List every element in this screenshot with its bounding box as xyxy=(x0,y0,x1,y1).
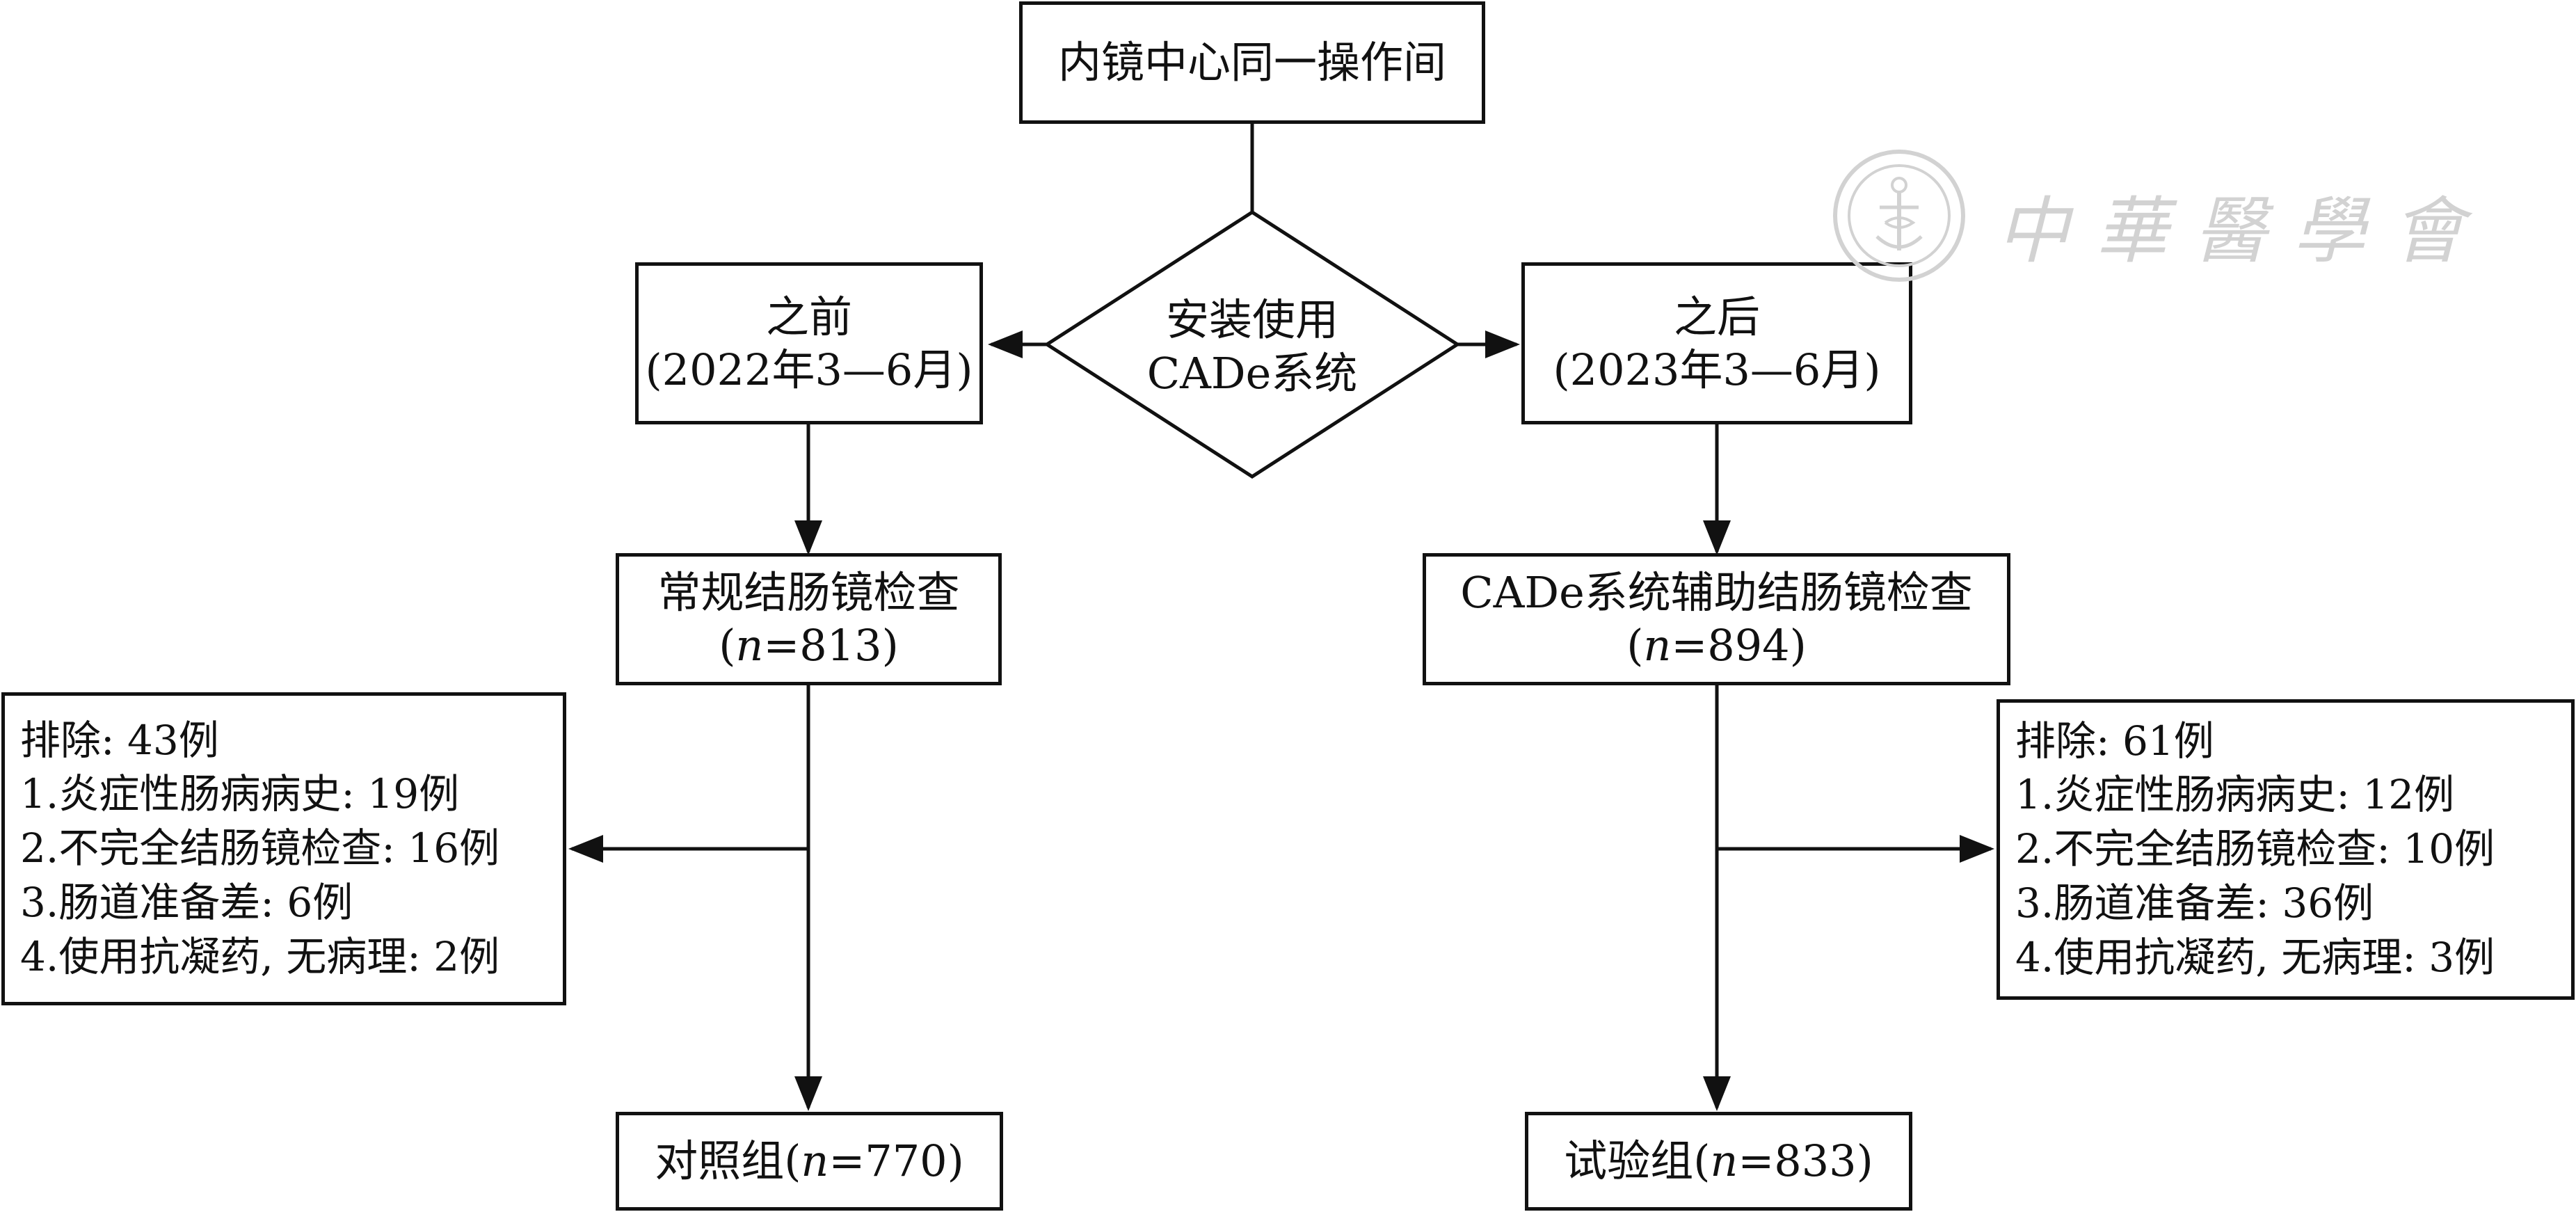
test-group-text: 试验组( xyxy=(1564,1135,1711,1187)
control-group-text: 对照组( xyxy=(655,1135,801,1187)
left-exclusion-item: 4.使用抗凝药, 无病理: 2例 xyxy=(20,932,500,980)
left-exclusion-box: 排除: 43例 1.炎症性肠病病史: 19例 2.不完全结肠镜检查: 16例 3… xyxy=(1,692,566,1005)
left-exam-n-prefix: ( xyxy=(719,620,736,671)
right-exclusion-box: 排除: 61例 1.炎症性肠病病史: 12例 2.不完全结肠镜检查: 10例 3… xyxy=(1997,699,2575,1000)
decision-text: 安装使用 CADe系统 xyxy=(1054,284,1450,409)
right-exam-n: (n=894) xyxy=(1626,619,1807,672)
left-exclusion-item: 1.炎症性肠病病史: 19例 xyxy=(20,770,460,818)
test-group-n-symbol: n xyxy=(1710,1135,1738,1187)
decision-line2: CADe系统 xyxy=(1146,348,1358,399)
left-exclusion-item: 排除: 43例 xyxy=(20,716,219,764)
after-title: 之后 xyxy=(1673,291,1760,342)
watermark-text: 中華醫學會 xyxy=(1997,189,2491,273)
right-exam-box: CADe系统辅助结肠镜检查 (n=894) xyxy=(1423,553,2010,685)
after-period: (2023年3—6月) xyxy=(1553,344,1881,395)
right-exclusion-item: 1.炎症性肠病病史: 12例 xyxy=(2015,771,2455,819)
before-period: (2022年3—6月) xyxy=(645,344,973,395)
left-exam-box: 常规结肠镜检查 (n=813) xyxy=(616,553,1002,685)
decision-line1: 安装使用 xyxy=(1165,294,1338,345)
right-exam-n-prefix: ( xyxy=(1626,620,1644,671)
left-exclusion-item: 2.不完全结肠镜检查: 16例 xyxy=(20,824,500,872)
control-group-label: 对照组(n=770) xyxy=(655,1135,964,1188)
control-group-n-symbol: n xyxy=(801,1135,829,1187)
start-box: 内镜中心同一操作间 xyxy=(1019,1,1485,124)
watermark: 中華醫學會 xyxy=(1816,143,2464,289)
seal-icon xyxy=(1833,150,1965,282)
right-exam-label: CADe系统辅助结肠镜检查 xyxy=(1460,567,1973,619)
right-exclusion-item: 3.肠道准备差: 36例 xyxy=(2015,879,2374,927)
left-exam-n-value: =813) xyxy=(763,620,899,671)
after-box: 之后 (2023年3—6月) xyxy=(1521,262,1912,424)
control-group-box: 对照组(n=770) xyxy=(616,1112,1003,1211)
left-exam-label: 常规结肠镜检查 xyxy=(657,567,960,619)
right-exclusion-item: 4.使用抗凝药, 无病理: 3例 xyxy=(2015,933,2495,981)
before-box: 之前 (2022年3—6月) xyxy=(635,262,983,424)
left-exam-n: (n=813) xyxy=(719,619,899,672)
left-exclusion-item: 3.肠道准备差: 6例 xyxy=(20,878,353,926)
test-group-box: 试验组(n=833) xyxy=(1525,1112,1912,1211)
decision-diamond xyxy=(1043,210,1461,479)
start-label: 内镜中心同一操作间 xyxy=(1057,37,1446,88)
left-exam-n-symbol: n xyxy=(735,620,764,671)
right-exam-n-value: =894) xyxy=(1671,620,1807,671)
right-exam-n-symbol: n xyxy=(1643,620,1672,671)
right-exclusion-item: 2.不完全结肠镜检查: 10例 xyxy=(2015,825,2495,873)
test-group-label: 试验组(n=833) xyxy=(1564,1135,1873,1188)
control-group-n-value: =770) xyxy=(829,1135,964,1187)
before-title: 之前 xyxy=(765,291,852,342)
test-group-n-value: =833) xyxy=(1738,1135,1873,1187)
right-exclusion-item: 排除: 61例 xyxy=(2015,717,2214,765)
